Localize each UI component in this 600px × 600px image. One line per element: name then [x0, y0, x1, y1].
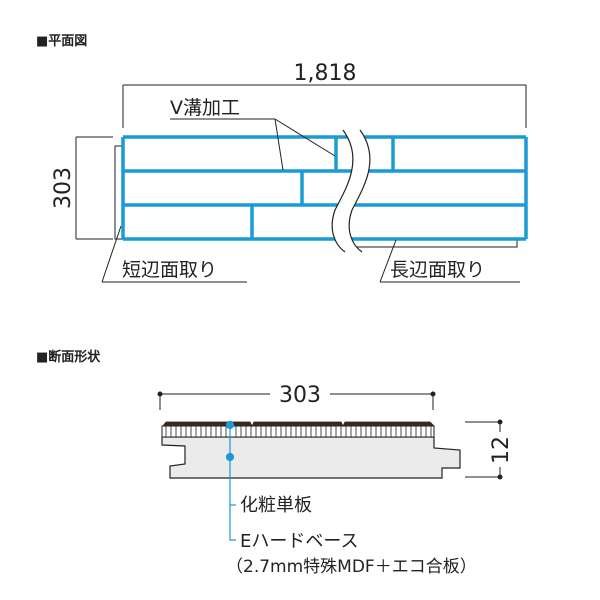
veneer-core [161, 425, 435, 438]
veneer-top [162, 421, 435, 427]
length-dim-label: 1,818 [294, 61, 357, 86]
v-groove-lines [121, 135, 528, 241]
width-dim-label: 303 [51, 167, 76, 209]
short-edge-leader [101, 225, 247, 283]
long-edge-label: 長辺面取り [390, 259, 485, 281]
section-width-dimension [157, 391, 436, 410]
base-layer [161, 436, 461, 479]
base-label: Eハードベース [240, 531, 358, 552]
base-detail-label: （2.7mm特殊MDF＋エコ合板） [226, 557, 477, 577]
thickness-label: 12 [489, 436, 514, 464]
thickness-dimension [465, 419, 503, 480]
length-dimension [122, 84, 527, 128]
section-view-heading: ■断面形状 [36, 349, 101, 365]
veneer-hatch [165, 426, 432, 437]
v-groove-leader [170, 118, 336, 171]
layer-leader [225, 420, 236, 541]
veneer-label: 化粧単板 [240, 495, 312, 516]
board-outline [114, 145, 518, 248]
plan-view-heading: ■平面図 [36, 34, 87, 49]
long-edge-leader [379, 239, 520, 283]
break-mark-fill [332, 130, 370, 252]
break-mark [331, 129, 371, 253]
short-edge-label: 短辺面取り [122, 259, 217, 281]
section-width-label: 303 [279, 383, 321, 408]
v-groove-label: V溝加工 [170, 97, 240, 119]
width-dimension [75, 136, 113, 240]
